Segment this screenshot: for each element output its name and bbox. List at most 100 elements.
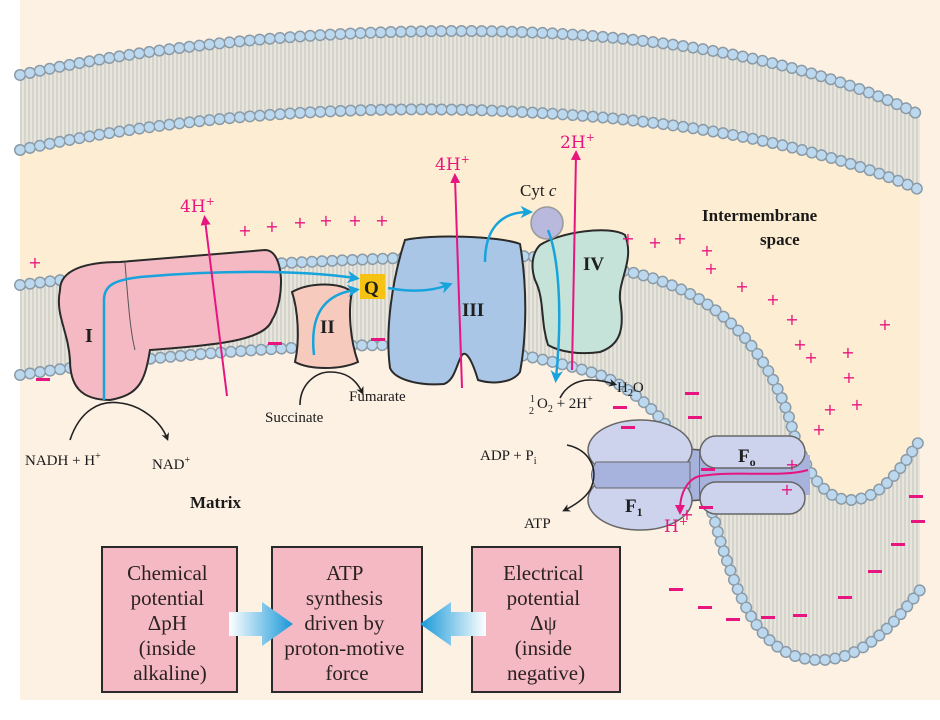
plus-charge: + — [648, 233, 661, 252]
minus-charge — [726, 618, 740, 621]
minus-charge — [669, 588, 683, 591]
negative-charges — [36, 338, 925, 621]
plus-charge: + — [793, 335, 806, 354]
positive-charges: ++++++++++++++++++++++++++ — [28, 211, 891, 524]
fumarate-label: Fumarate — [349, 389, 406, 405]
inner-membrane — [14, 249, 926, 667]
atp-label: ATP — [524, 516, 551, 532]
electron-flow — [102, 205, 563, 400]
plus-charge: + — [841, 343, 854, 362]
minus-charge — [891, 543, 905, 546]
minus-charge — [688, 416, 702, 419]
plus-charge: + — [842, 368, 855, 387]
complex-II-label: II — [320, 317, 335, 338]
proton-label-atp-synthase: H+ — [664, 515, 688, 537]
plus-charge: + — [28, 253, 41, 272]
intermembrane-label-line1: Intermembrane — [702, 206, 818, 225]
plus-charge: + — [766, 290, 779, 309]
nad-label: NAD+ — [152, 455, 191, 473]
complex-III-label: III — [462, 300, 484, 321]
plus-charge: + — [348, 211, 361, 230]
plus-charge: + — [823, 400, 836, 419]
nadh-label: NADH + H+ — [25, 451, 101, 469]
minus-charge — [911, 520, 925, 523]
adp-arrow — [562, 444, 595, 512]
complex-III[interactable]: III — [387, 235, 527, 386]
summary-box-atp-synthesis: ATP synthesis driven by proton-motive fo… — [271, 546, 423, 693]
plus-charge: + — [319, 211, 332, 230]
minus-charge — [698, 606, 712, 609]
complex-IV[interactable]: IV — [531, 229, 630, 355]
plus-charge: + — [704, 259, 717, 278]
water-label: H2O — [617, 380, 644, 399]
summary-box-chemical-potential: Chemical potential ΔpH (inside alkaline) — [101, 546, 238, 693]
cytochrome-c[interactable]: Cyt c — [520, 181, 564, 240]
proton-label-complex-I: 4H+ — [180, 195, 215, 217]
plus-charge: + — [700, 241, 713, 260]
complex-II[interactable]: II — [290, 283, 360, 369]
adp-label: ADP + Pi — [480, 448, 537, 467]
succinate-label: Succinate — [265, 410, 324, 426]
intermembrane-region — [20, 109, 920, 500]
minus-charge — [761, 616, 775, 619]
minus-charge — [909, 495, 923, 498]
chemical-potential-text: Chemical potential ΔpH (inside alkaline) — [127, 561, 213, 685]
complex-I[interactable]: I — [57, 248, 282, 402]
proton-arrow-complex-I — [200, 215, 228, 397]
minus-charge — [613, 406, 627, 409]
plus-charge: + — [375, 211, 388, 230]
electrical-potential-text: Electrical potential Δψ (inside negative… — [503, 561, 589, 685]
minus-charge — [268, 342, 282, 345]
plus-charge: + — [878, 315, 891, 334]
minus-charge — [701, 468, 715, 471]
proton-pumping — [200, 150, 809, 515]
atp-synthesis-text: ATP synthesis driven by proton-motive fo… — [284, 561, 409, 685]
proton-arrow-complex-IV — [570, 150, 581, 371]
plus-charge: + — [780, 480, 793, 499]
plus-charge: + — [265, 217, 278, 236]
minus-charge — [36, 378, 50, 381]
complex-IV-label: IV — [583, 254, 604, 275]
electron-path-III-to-cytc — [483, 205, 533, 263]
plus-charge: + — [238, 221, 251, 240]
outer-membrane — [14, 25, 926, 196]
f0-label: Fo — [738, 446, 756, 469]
electron-path-complex-I — [102, 270, 360, 400]
ubiquinone-q[interactable]: Q — [360, 274, 385, 299]
cyt-c-label: Cyt c — [520, 181, 557, 200]
plus-charge: + — [850, 395, 863, 414]
nadh-arrow — [69, 401, 169, 441]
plus-charge: + — [680, 505, 693, 524]
arrow-chemical-to-atp — [229, 602, 293, 646]
q-label: Q — [364, 278, 379, 299]
plus-charge: + — [812, 420, 825, 439]
matrix-label: Matrix — [190, 493, 241, 512]
minus-charge — [621, 426, 635, 429]
succinate-arrow — [299, 371, 364, 406]
reaction-arrows — [69, 371, 618, 512]
plus-charge: + — [293, 213, 306, 232]
plus-charge: + — [735, 277, 748, 296]
proton-arrow-atp-synthase — [675, 469, 809, 515]
intermembrane-label-line2: space — [760, 230, 800, 249]
electron-path-complex-II — [311, 284, 360, 356]
plus-charge: + — [785, 310, 798, 329]
proton-arrow-complex-III — [450, 173, 463, 389]
plus-charge: + — [804, 348, 817, 367]
proton-label-complex-IV: 2H+ — [560, 131, 595, 153]
minus-charge — [793, 614, 807, 617]
electron-path-cytc-to-IV — [546, 229, 563, 383]
plus-charge: + — [621, 229, 634, 248]
complex-I-label: I — [85, 325, 93, 347]
oxygen-arrow — [559, 378, 618, 399]
plus-charge: + — [673, 229, 686, 248]
f1-label: F1 — [625, 496, 643, 519]
minus-charge — [838, 596, 852, 599]
minus-charge — [699, 506, 713, 509]
minus-charge — [685, 392, 699, 395]
summary-box-electrical-potential: Electrical potential Δψ (inside negative… — [471, 546, 621, 693]
minus-charge — [868, 570, 882, 573]
